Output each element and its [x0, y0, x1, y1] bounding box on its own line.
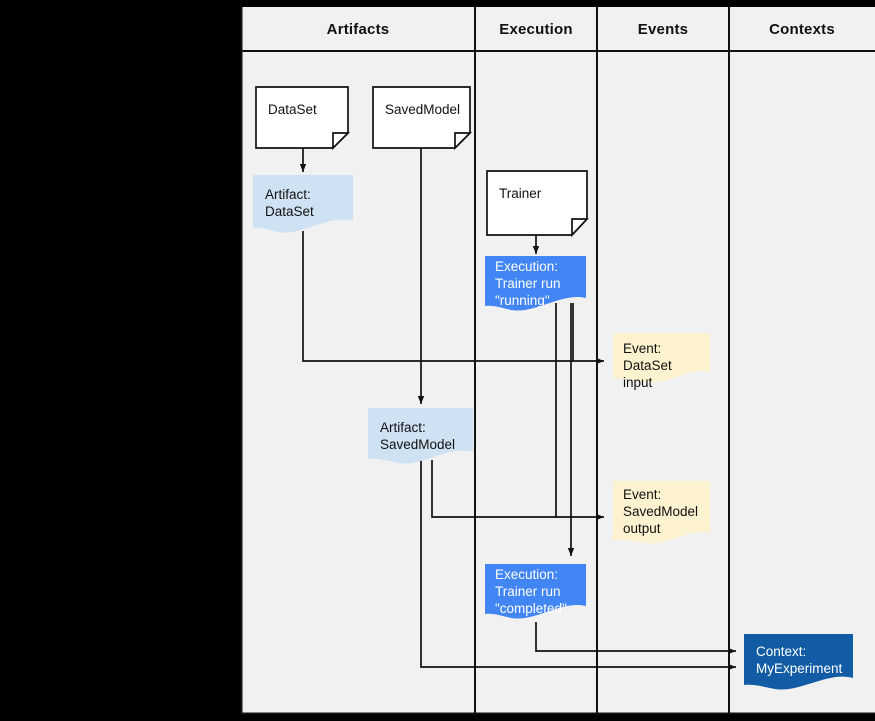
column-header-contexts: Contexts: [729, 7, 875, 51]
node-artifact-dataset[interactable]: Artifact: DataSet: [253, 175, 353, 232]
node-trainer-type-fold: [571, 218, 589, 238]
node-execution-completed-label: Execution: Trainer run "completed": [495, 567, 567, 616]
node-context-myexperiment[interactable]: Context: MyExperiment: [744, 634, 853, 689]
node-artifact-savedmodel-label: Artifact: SavedModel: [380, 420, 456, 452]
column-header-events-label: Events: [637, 20, 689, 38]
edge-artifact-savedmodel-to-context: [420, 460, 736, 671]
node-artifact-savedmodel-shape[interactable]: [368, 408, 473, 464]
node-trainer-type[interactable]: Trainer: [487, 171, 587, 235]
node-event-dataset-input-label: Event: DataSet input: [623, 341, 672, 390]
column-header-artifacts: Artifacts: [241, 7, 475, 51]
node-context-myexperiment-shape[interactable]: [744, 634, 853, 690]
node-artifact-savedmodel[interactable]: Artifact: SavedModel: [368, 408, 473, 463]
node-dataset-type-label: DataSet: [268, 102, 317, 117]
node-artifact-dataset-shape[interactable]: [253, 175, 353, 233]
node-dataset-type[interactable]: DataSet: [256, 87, 348, 148]
column-header-events: Events: [597, 7, 729, 51]
node-event-savedmodel-output-label: Event: SavedModel output: [623, 487, 699, 536]
column-header-contexts-label: Contexts: [769, 20, 835, 38]
node-event-savedmodel-output[interactable]: Event: SavedModel output: [613, 481, 710, 543]
node-artifact-dataset-label: Artifact: DataSet: [265, 187, 314, 219]
node-execution-running[interactable]: Execution: Trainer run "running": [485, 256, 586, 310]
edge-artifact-dataset-to-event-input: [302, 231, 604, 365]
node-savedmodel-type[interactable]: SavedModel: [373, 87, 470, 148]
edge-execution-completed-to-context: [535, 622, 736, 655]
node-event-dataset-input[interactable]: Event: DataSet input: [613, 333, 710, 390]
node-dataset-type-fold: [332, 132, 351, 151]
column-header-execution: Execution: [475, 7, 597, 51]
node-savedmodel-type-label: SavedModel: [385, 102, 461, 117]
node-savedmodel-type-fold: [454, 132, 473, 151]
node-trainer-type-label: Trainer: [499, 186, 542, 201]
node-execution-completed[interactable]: Execution: Trainer run "completed": [485, 564, 586, 618]
column-header-execution-label: Execution: [499, 20, 573, 38]
node-execution-completed-shape[interactable]: [485, 564, 586, 619]
node-execution-running-shape[interactable]: [485, 256, 586, 311]
node-execution-running-label: Execution: Trainer run "running": [495, 259, 561, 308]
node-context-myexperiment-label: Context: MyExperiment: [756, 644, 843, 676]
edge-artifact-savedmodel-to-event-output: [431, 460, 604, 521]
node-event-savedmodel-output-shape[interactable]: [613, 481, 710, 544]
node-event-dataset-input-shape[interactable]: [613, 333, 710, 383]
column-header-artifacts-label: Artifacts: [326, 20, 390, 38]
